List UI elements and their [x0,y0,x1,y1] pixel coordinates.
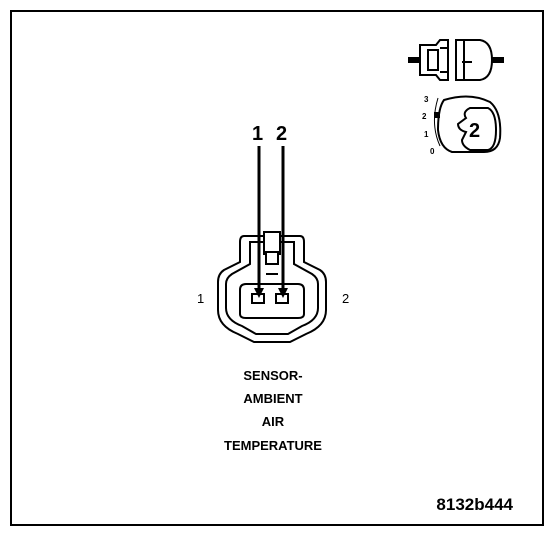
position-scale-0: 0 [430,147,435,156]
component-name-line-3: AIR [262,414,285,429]
wire-label-1: 1 [252,123,263,145]
component-name-line-4: TEMPERATURE [224,438,322,453]
figure-reference: 8132b444 [436,495,513,514]
key-position-number: 2 [469,120,480,142]
component-name-line-2: AMBIENT [243,391,302,406]
wire-leader-2 [278,146,288,298]
component-name-line-1: SENSOR- [243,368,302,383]
diagram-frame [10,10,544,526]
wire-label-2: 2 [276,123,287,145]
position-scale-3: 3 [424,95,429,104]
sensor-connector-face [217,231,327,343]
pin-side-label-left: 1 [197,291,204,306]
position-scale-1: 1 [424,130,429,139]
connector-plug-icon [408,39,504,81]
pin-side-label-right: 2 [342,291,349,306]
wire-leader-1 [254,146,264,298]
position-key-icon [434,95,502,153]
position-scale-2: 2 [422,112,427,121]
